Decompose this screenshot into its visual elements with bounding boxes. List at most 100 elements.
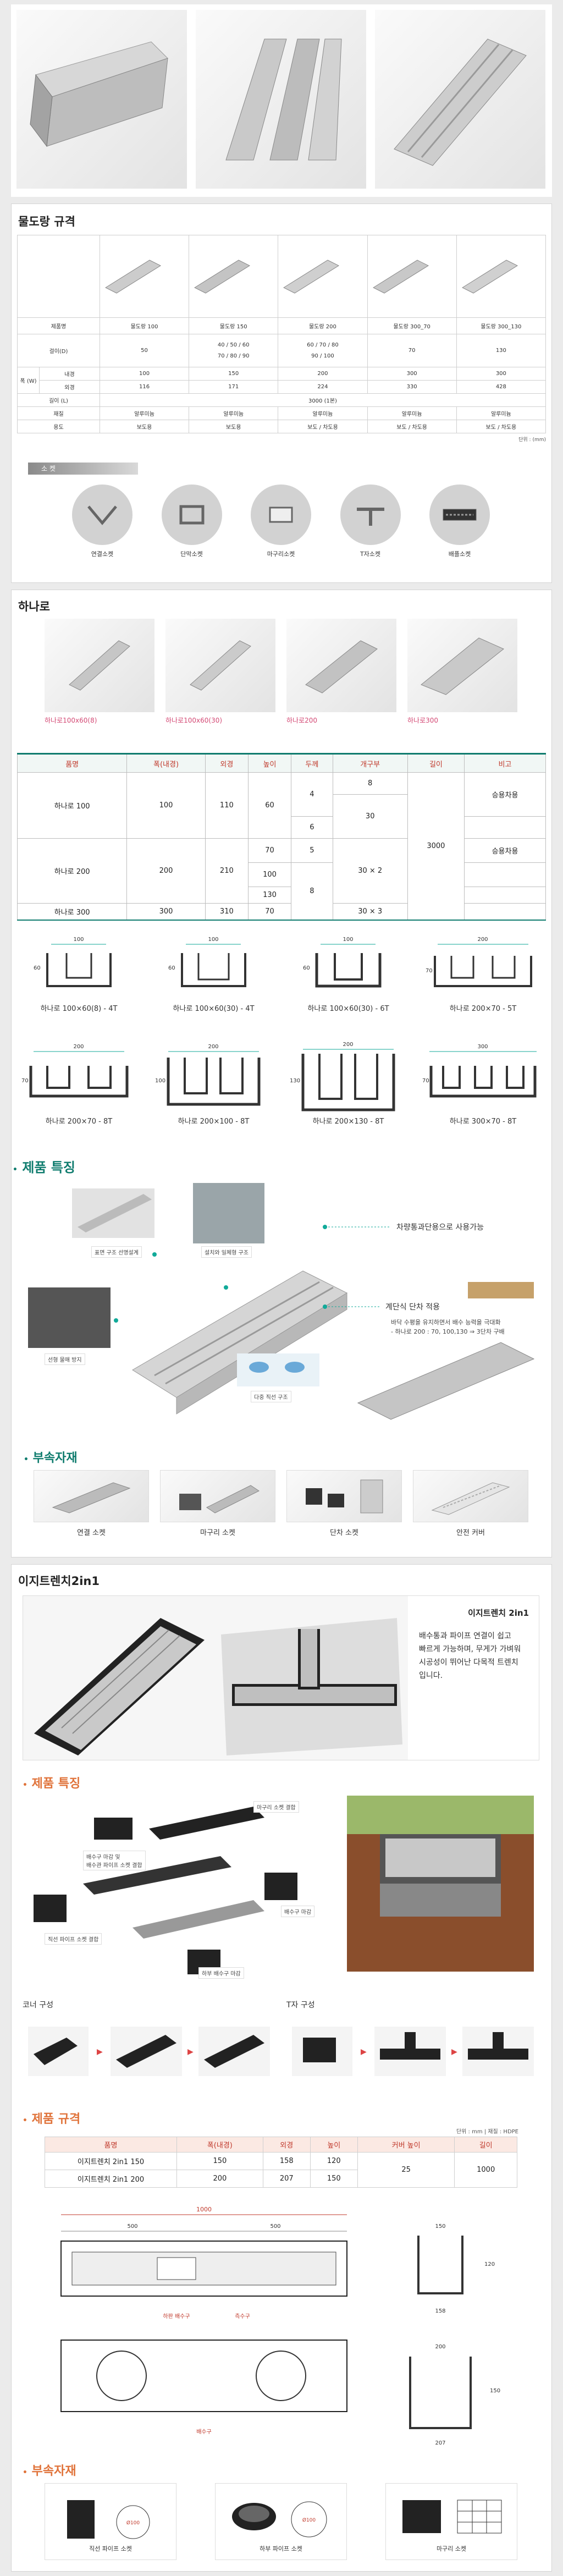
hanaro-product: 하나로100x60(30) — [165, 619, 275, 729]
socket-image — [72, 485, 133, 545]
features-illustration: 표면 구조 선명설계 설치와 일체형 구조 선형 물매 방지 다중 직선 구조 … — [17, 1177, 546, 1436]
spec-unit: 단위 : mm | 재질 : HDPE — [456, 2129, 518, 2135]
table-row — [17, 235, 547, 318]
feature-callout: 선형 물매 방지 — [45, 1353, 85, 1365]
table-row: 하나로 300 300 310 70 30 × 3 — [16, 903, 546, 920]
easytrench-feature-area: 마구리 소켓 결합 배수구 마감 및 배수관 파이프 소켓 결합 직선 파이프 … — [23, 1796, 539, 1983]
hanaro-feature-diagram — [28, 1183, 535, 1420]
hanaro-product-list: 하나로100x60(8) 하나로100x60(30) 하나로200 하나로300 — [45, 619, 517, 729]
drawing-card: 200 130 하나로 200×130 - 8T — [286, 1038, 410, 1140]
features-heading: • 제품 특징 — [13, 1160, 75, 1175]
table-row: 재질 알루미늄 알루미늄 알루미늄 알루미늄 알루미늄 — [17, 406, 547, 420]
table-header: 품명 폭(내경) 외경 높이 커버 높이 길이 — [45, 2137, 517, 2153]
table-row: 하나로 100 100 110 60 4 8 3000 승용차용 — [16, 772, 546, 920]
table-row: 외경 116 171 224 330 428 — [18, 380, 547, 394]
corner-config-diagram: ▶ ▶ — [28, 2027, 270, 2076]
table-row: 하나로 200 200 210 70 5 30 × 2 승용차용 — [16, 838, 546, 904]
gutter-image-cell — [456, 235, 547, 318]
gutter-image-cell — [99, 235, 190, 318]
svg-text:207: 207 — [435, 2440, 445, 2446]
svg-text:150: 150 — [490, 2388, 500, 2394]
svg-text:60: 60 — [34, 965, 41, 971]
svg-text:200: 200 — [208, 1044, 218, 1050]
socket-item: 마구리소켓 — [245, 485, 317, 573]
feature-text-1: 차량통과단용으로 사용가능 — [396, 1223, 484, 1232]
socket-item: 단막소켓 — [156, 485, 228, 573]
accessory-item: Ø100 직선 파이프 소켓 — [45, 2483, 176, 2560]
easytrench-spec-table: 품명 폭(내경) 외경 높이 커버 높이 길이 이지트렌치 2in1 150 1… — [45, 2137, 517, 2188]
accessory-image — [286, 1470, 402, 1522]
corner-config: 코너 구성 ▶ ▶ — [23, 1999, 275, 2093]
easytrench-hero-image — [23, 1596, 408, 1760]
section-title: 이지트렌치2in1 — [18, 1575, 100, 1588]
hanaro-product-image — [165, 619, 275, 712]
svg-text:200: 200 — [73, 1044, 84, 1050]
hanaro-product-image — [286, 619, 396, 712]
cross-section-drawing: 200 70 — [21, 1044, 129, 1098]
feature-callout: 마구리 소켓 결합 — [253, 1801, 299, 1813]
hero-product-image-1 — [16, 10, 187, 189]
svg-text:158: 158 — [435, 2308, 445, 2314]
table-row: 걸이(D) 50 40 / 50 / 60 70 / 80 / 90 60 / … — [17, 334, 547, 367]
easytrench-intro-box: 이지트렌치 2in1 배수통과 파이프 연결이 쉽고 빠르게 가능하며, 무게가… — [419, 1608, 529, 1680]
svg-text:60: 60 — [168, 965, 175, 971]
feature-callout: 직선 파이프 소켓 결합 — [45, 1933, 102, 1945]
easytrench-drawings: 1000 500 500 하판 배수구 측수구 배수구 150 120 158 … — [23, 2203, 539, 2450]
svg-text:1000: 1000 — [196, 2206, 212, 2213]
cross-section-drawing: 200 100 — [155, 1044, 261, 1106]
svg-text:100: 100 — [343, 937, 353, 943]
hero-panel — [11, 4, 552, 197]
accessories-heading: • 부속자재 — [24, 1451, 78, 1465]
svg-text:200: 200 — [477, 937, 488, 943]
drawing-card: 100 60 하나로 100×60(30) - 4T — [152, 931, 275, 1027]
accessory-item: 안전 커버 — [413, 1470, 528, 1547]
gutter-image-cell — [189, 235, 279, 318]
easytrench-panel: 이지트렌치2in1 이지트렌치 2in1 배수통과 파이프 연결이 쉽고 빠르게… — [11, 1564, 552, 2572]
hanaro-product: 하나로300 — [407, 619, 517, 729]
drawing-card: 100 60 하나로 100×60(30) - 6T — [286, 931, 410, 1027]
accessory-item: Ø100 하부 파이프 소켓 — [215, 2483, 347, 2560]
feature-callout: 배수구 마감 및 배수관 파이프 소켓 결합 — [83, 1851, 146, 1870]
drawing-card: 200 100 하나로 200×100 - 8T — [152, 1038, 275, 1140]
svg-text:200: 200 — [435, 2344, 445, 2350]
table-row: 제품명 물도랑 100 물도랑 150 물도랑 200 물도랑 300_70 물… — [17, 317, 547, 334]
feature-text-2: 계단식 단차 적용 — [385, 1303, 440, 1312]
accessory-item: 단차 소켓 — [286, 1470, 402, 1547]
hanaro-product: 하나로200 — [286, 619, 396, 729]
svg-text:▶: ▶ — [451, 2047, 457, 2056]
socket-item: 배플소켓 — [424, 485, 495, 573]
svg-text:100: 100 — [208, 937, 218, 943]
svg-text:70: 70 — [426, 968, 433, 974]
table-row: 6 — [18, 816, 546, 839]
socket-list: 연결소켓 단막소켓 마구리소켓 T자소켓 배플소켓 — [67, 485, 495, 573]
svg-text:70: 70 — [422, 1078, 429, 1084]
feature-callout: 표면 구조 선명설계 — [91, 1246, 142, 1258]
svg-text:200: 200 — [343, 1042, 353, 1048]
feature-desc: 바닥 수평을 유지하면서 배수 능력을 극대화 - 하나로 200 : 70, … — [391, 1319, 505, 1335]
svg-text:하판 배수구: 하판 배수구 — [163, 2313, 190, 2320]
svg-text:130: 130 — [290, 1078, 300, 1084]
accessory-item: 마구리 소켓 — [160, 1470, 275, 1547]
svg-text:70: 70 — [21, 1078, 29, 1084]
table-row: 100 8 — [18, 862, 546, 920]
svg-text:▶: ▶ — [361, 2047, 367, 2056]
socket-image — [340, 485, 401, 545]
svg-text:배수구: 배수구 — [196, 2429, 212, 2435]
accessories-heading: • 부속자재 — [23, 2464, 76, 2478]
svg-text:100: 100 — [73, 937, 84, 943]
socket-image — [161, 485, 222, 545]
gutter-spec-table: 제품명 물도랑 100 물도랑 150 물도랑 200 물도랑 300_70 물… — [17, 235, 547, 443]
svg-text:150: 150 — [435, 2223, 445, 2230]
accessory-list: Ø100 직선 파이프 소켓 Ø100 하부 파이프 소켓 — [45, 2483, 517, 2566]
features-heading: • 제품 특징 — [23, 1777, 81, 1791]
exploded-view-diagram — [34, 1807, 297, 1974]
table-row: 폭 (W) 내경 100 150 200 300 300 — [17, 367, 547, 394]
table-row: 이지트렌치 2in1 150 150 158 120 25 1000 — [45, 2152, 517, 2188]
svg-text:60: 60 — [303, 965, 310, 971]
hanaro-drawings: 100 60 하나로 100×60(8) - 4T 100 60 하나로 100… — [17, 931, 546, 1140]
svg-text:Ø100: Ø100 — [126, 2520, 140, 2526]
socket-item: 연결소켓 — [67, 485, 138, 573]
feature-callout: 설치와 일체형 구조 — [201, 1246, 252, 1258]
hanaro-panel: 하나로 하나로100x60(8) 하나로100x60(30) 하나로200 하나… — [11, 590, 552, 1557]
